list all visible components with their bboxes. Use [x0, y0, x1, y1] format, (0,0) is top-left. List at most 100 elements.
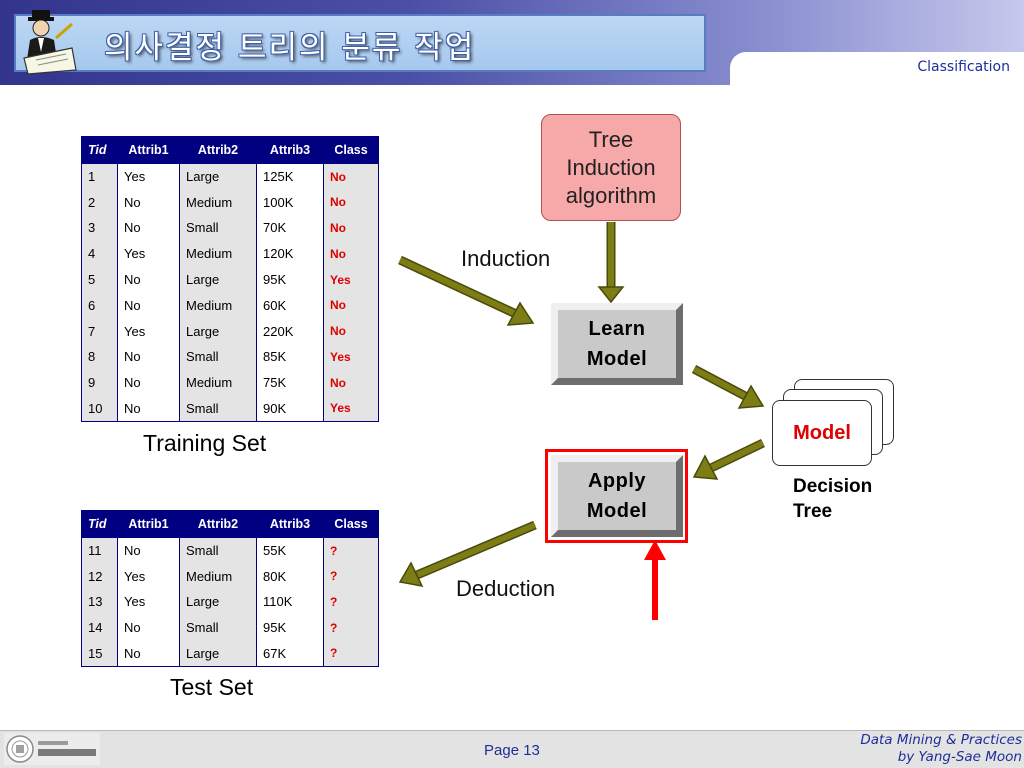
tree-induction-box: Tree Induction algorithm: [541, 114, 681, 221]
table-cell: 120K: [256, 240, 324, 267]
table-cell: Large: [179, 640, 257, 667]
apply-model-highlight: [545, 449, 688, 543]
table-cell: 2: [81, 189, 118, 216]
table-cell: Yes: [323, 395, 379, 422]
table-cell: Yes: [117, 563, 180, 590]
apply-model-label: Apply Model: [586, 470, 648, 522]
university-logo-icon: [4, 733, 100, 765]
table-cell: 7: [81, 318, 118, 345]
page-number: Page 13: [484, 742, 540, 759]
table-cell: 1: [81, 163, 118, 190]
footer-bar: [0, 730, 1024, 768]
induction-label: Induction: [461, 246, 551, 271]
slide-title: 의사결정 트리의 분류 작업: [104, 30, 476, 66]
column-header: Attrib2: [179, 510, 257, 538]
table-cell: Medium: [179, 189, 257, 216]
table-cell: No: [323, 369, 379, 396]
model-card-front: Model: [772, 400, 872, 466]
test-set-caption: Test Set: [170, 674, 254, 700]
table-cell: Yes: [323, 344, 379, 370]
table-cell: No: [323, 318, 379, 345]
column-header: Tid: [81, 510, 118, 538]
table-cell: Yes: [117, 589, 180, 615]
table-cell: 85K: [256, 344, 324, 370]
table-cell: 60K: [256, 292, 324, 319]
learn-model-box: Learn Model: [551, 303, 683, 385]
table-cell: 220K: [256, 318, 324, 345]
table-cell: No: [323, 215, 379, 241]
table-cell: 75K: [256, 369, 324, 396]
table-cell: Yes: [323, 266, 379, 293]
column-header: Attrib3: [256, 510, 324, 538]
table-cell: 110K: [256, 589, 324, 615]
table-cell: 55K: [256, 537, 324, 564]
table-cell: No: [323, 163, 379, 190]
section-label: Classification: [917, 59, 1010, 75]
reading-person-icon: [23, 10, 77, 75]
table-cell: ?: [323, 563, 379, 590]
table-cell: Large: [179, 589, 257, 615]
table-cell: Yes: [117, 318, 180, 345]
course-credit: Data Mining & Practices by Yang-Sae Moon: [860, 732, 1022, 765]
table-cell: 11: [81, 537, 118, 564]
table-cell: Small: [179, 537, 257, 564]
table-cell: Yes: [117, 240, 180, 267]
table-cell: 90K: [256, 395, 324, 422]
table-cell: No: [117, 614, 180, 641]
table-cell: Small: [179, 344, 257, 370]
table-cell: No: [117, 537, 180, 564]
table-cell: No: [323, 240, 379, 267]
table-cell: Small: [179, 614, 257, 641]
table-cell: 95K: [256, 614, 324, 641]
title-banner: [14, 14, 706, 72]
table-cell: Large: [179, 318, 257, 345]
table-cell: No: [117, 189, 180, 216]
table-cell: 3: [81, 215, 118, 241]
table-cell: No: [117, 292, 180, 319]
column-header: Attrib2: [179, 136, 257, 164]
training-set-caption: Training Set: [143, 430, 267, 456]
induction-to-learn-arrow: [597, 222, 625, 304]
column-header: Class: [323, 136, 379, 164]
table-cell: 8: [81, 344, 118, 370]
table-cell: No: [117, 395, 180, 422]
model-label: Model: [793, 421, 851, 444]
table-cell: 67K: [256, 640, 324, 667]
model-to-apply-arrow: [692, 438, 765, 480]
learn-to-model-arrow: [691, 365, 765, 409]
table-cell: 100K: [256, 189, 324, 216]
table-cell: Medium: [179, 240, 257, 267]
table-cell: Large: [179, 266, 257, 293]
table-cell: 10: [81, 395, 118, 422]
deduction-arrow: [398, 520, 537, 588]
red-up-arrow: [644, 540, 666, 620]
table-cell: Medium: [179, 563, 257, 590]
table-cell: Medium: [179, 292, 257, 319]
column-header: Attrib1: [117, 510, 180, 538]
table-cell: No: [323, 189, 379, 216]
table-cell: No: [117, 215, 180, 241]
table-cell: ?: [323, 537, 379, 564]
column-header: Class: [323, 510, 379, 538]
table-cell: ?: [323, 614, 379, 641]
column-header: Attrib3: [256, 136, 324, 164]
table-cell: 9: [81, 369, 118, 396]
decision-tree-label: Decision Tree: [793, 476, 873, 522]
table-cell: 5: [81, 266, 118, 293]
